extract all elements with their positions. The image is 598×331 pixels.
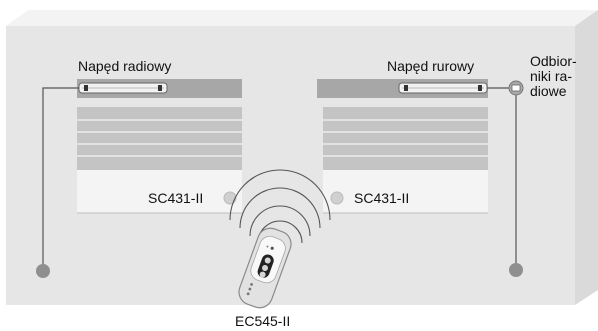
right-sensor-label: SC431-II — [354, 190, 410, 206]
left-cable — [42, 87, 79, 271]
right-shutter — [317, 79, 488, 214]
right-shutter-slats — [323, 107, 488, 170]
left-cable-node-icon — [36, 264, 50, 278]
right-window-pane — [323, 170, 488, 213]
receivers-label: Odbior- niki ra- diowe — [530, 53, 577, 99]
left-window-pane — [77, 170, 242, 213]
wall-right-face — [575, 10, 598, 305]
remote-label: EC545-II — [235, 313, 291, 329]
left-sun-sensor-icon — [223, 191, 237, 205]
left-shutter-slats — [77, 107, 242, 170]
left-shutter — [77, 79, 242, 214]
right-cable-node-icon — [509, 263, 523, 277]
right-sun-sensor-icon — [330, 191, 344, 205]
wall-top-face — [6, 10, 598, 26]
remote-control-icon — [238, 227, 292, 309]
left-sensor-label: SC431-II — [148, 190, 204, 206]
right-drive-label: Napęd rurowy — [387, 58, 475, 74]
left-drive-label: Napęd radiowy — [78, 58, 172, 74]
